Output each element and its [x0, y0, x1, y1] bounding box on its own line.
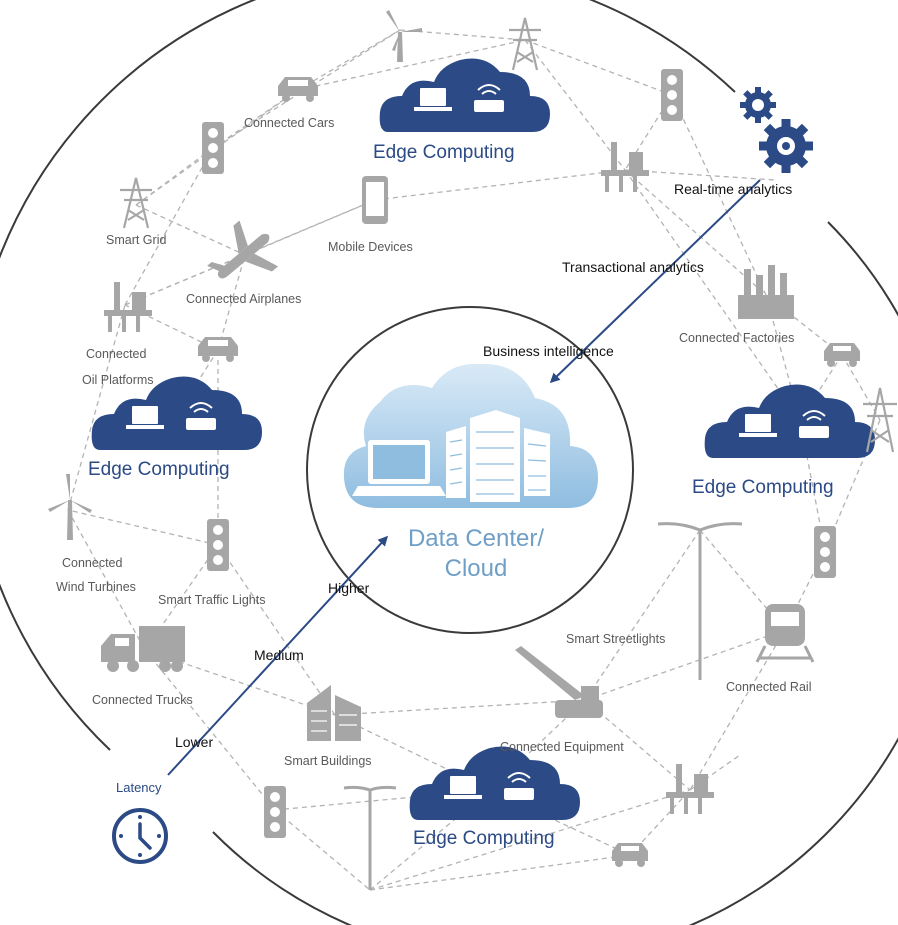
factory-icon — [738, 265, 794, 319]
connected-wind-turbines-label-1: Connected — [62, 556, 123, 570]
car-icon — [198, 337, 238, 362]
outer-ring-arc — [0, 0, 736, 751]
data-center-label: Data Center/ Cloud — [388, 524, 564, 584]
oil-platform-icon — [601, 142, 649, 192]
train-icon — [755, 604, 815, 663]
traffic-light-icon — [202, 122, 224, 174]
edge-computing-label: Edge Computing — [88, 459, 230, 480]
connected-rail-label: Connected Rail — [726, 680, 812, 694]
realtime-analytics-label: Real-time analytics — [674, 181, 793, 197]
data-center-line2: Cloud — [444, 555, 508, 582]
smart-streetlights-label: Smart Streetlights — [566, 632, 666, 646]
car-icon — [612, 843, 648, 867]
mobile-phone-icon — [362, 176, 388, 224]
connected-wind-turbines-label-2: Wind Turbines — [56, 580, 136, 594]
smart-buildings-label: Smart Buildings — [284, 754, 372, 768]
mobile-devices-label: Mobile Devices — [328, 240, 413, 254]
connected-equipment-label: Connected Equipment — [500, 740, 624, 754]
transactional-analytics-label: Transactional analytics — [562, 259, 704, 275]
smart-grid-label: Smart Grid — [106, 233, 167, 247]
streetlight-icon — [343, 785, 397, 890]
latency-arrow — [167, 535, 389, 776]
latency-label: Latency — [116, 780, 162, 795]
power-tower-icon — [863, 387, 897, 453]
edge-cloud-right — [704, 384, 875, 458]
wind-turbine-icon — [386, 10, 422, 62]
connected-cars-label: Connected Cars — [244, 116, 335, 130]
data-center-line1: Data Center/ — [407, 525, 545, 552]
connected-airplanes-label: Connected Airplanes — [186, 292, 302, 306]
clock-icon — [112, 808, 168, 864]
connected-trucks-label: Connected Trucks — [92, 693, 193, 707]
truck-icon — [101, 626, 185, 672]
latency-lower-label: Lower — [175, 734, 214, 750]
outer-ring-arc — [212, 221, 898, 925]
oil-platform-icon — [666, 764, 714, 814]
car-icon — [278, 77, 318, 102]
gears-icon — [740, 87, 813, 173]
airplane-icon — [207, 220, 279, 279]
latency-medium-label: Medium — [254, 647, 304, 663]
edge-computing-label: Edge Computing — [373, 142, 515, 163]
car-icon — [824, 343, 860, 367]
connected-factories-label: Connected Factories — [679, 331, 795, 345]
power-tower-icon — [120, 177, 152, 229]
edge-cloud-bottom — [409, 746, 580, 820]
building-icon — [307, 685, 361, 741]
traffic-light-icon — [814, 526, 836, 578]
edge-cloud-top — [379, 58, 550, 132]
crane-icon — [515, 646, 603, 718]
streetlight-icon — [657, 522, 743, 680]
wind-turbine-icon — [48, 474, 92, 540]
edge-computing-label: Edge Computing — [692, 477, 834, 498]
data-center-cloud-icon — [343, 363, 598, 508]
oil-platform-icon — [104, 282, 152, 332]
power-tower-icon — [509, 17, 541, 71]
traffic-light-icon — [661, 69, 683, 121]
analytics-arrow — [549, 179, 761, 384]
traffic-light-icon — [207, 519, 229, 571]
edge-computing-label: Edge Computing — [413, 828, 555, 849]
connected-oil-platforms-label-2: Oil Platforms — [82, 373, 154, 387]
edge-cloud-left — [91, 376, 263, 450]
latency-higher-label: Higher — [328, 580, 370, 596]
business-intelligence-label: Business intelligence — [483, 343, 614, 359]
smart-traffic-lights-label: Smart Traffic Lights — [158, 593, 266, 607]
connected-oil-platforms-label-1: Connected — [86, 347, 147, 361]
traffic-light-icon — [264, 786, 286, 838]
